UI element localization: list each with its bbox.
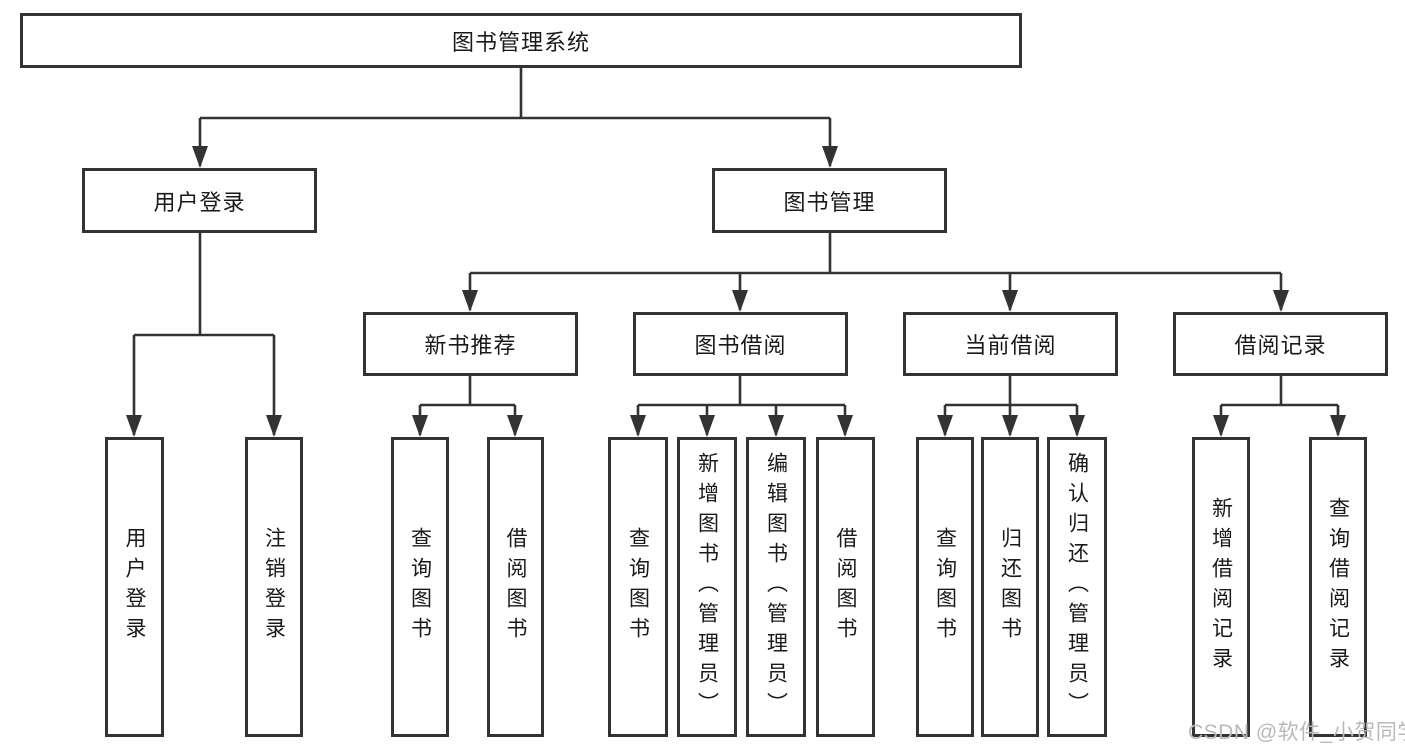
node-query-books-current-label: 查询图书 (933, 527, 957, 647)
node-root: 图书管理系统 (20, 13, 1022, 68)
node-new-book-recommend: 新书推荐 (363, 312, 578, 376)
node-confirm-return-admin: 确认归还（管理员） (1047, 437, 1107, 737)
node-current-borrow-label: 当前借阅 (964, 333, 1057, 358)
node-add-book-admin-label: 新增图书（管理员） (695, 452, 719, 722)
node-return-book: 归还图书 (981, 437, 1039, 737)
node-book-borrow-label: 图书借阅 (694, 333, 787, 358)
node-add-borrow-record-label: 新增借阅记录 (1209, 497, 1233, 677)
node-book-management-label: 图书管理 (783, 189, 876, 215)
node-borrow-books-leaf: 借阅图书 (816, 437, 875, 737)
node-confirm-return-admin-label: 确认归还（管理员） (1065, 452, 1089, 722)
node-query-books-borrow-label: 查询图书 (626, 527, 650, 647)
node-borrow-books-recommend: 借阅图书 (487, 437, 544, 737)
node-query-books-borrow: 查询图书 (608, 437, 668, 737)
node-root-label: 图书管理系统 (451, 29, 590, 55)
node-user-login-leaf-label: 用户登录 (123, 527, 146, 647)
connector-stems (132, 68, 1340, 435)
node-query-books-recommend: 查询图书 (391, 437, 449, 737)
node-new-book-recommend-label: 新书推荐 (424, 333, 517, 358)
node-query-borrow-record-label: 查询借阅记录 (1326, 497, 1350, 677)
node-edit-book-admin: 编辑图书（管理员） (746, 437, 806, 737)
node-add-borrow-record: 新增借阅记录 (1192, 437, 1250, 737)
node-query-books-current: 查询图书 (916, 437, 974, 737)
node-edit-book-admin-label: 编辑图书（管理员） (764, 452, 788, 722)
node-user-login-leaf: 用户登录 (105, 437, 164, 737)
node-add-book-admin: 新增图书（管理员） (677, 437, 737, 737)
node-user-login-label: 用户登录 (153, 189, 246, 215)
watermark: CSDN @软件_小贺同学 (1188, 721, 1405, 744)
node-book-borrow: 图书借阅 (633, 312, 848, 376)
node-borrow-books-leaf-label: 借阅图书 (834, 527, 857, 647)
node-query-borrow-record: 查询借阅记录 (1309, 437, 1367, 737)
node-current-borrow: 当前借阅 (903, 312, 1118, 376)
node-query-books-recommend-label: 查询图书 (408, 527, 432, 647)
node-logout-label: 注销登录 (262, 527, 286, 647)
node-book-management: 图书管理 (712, 168, 947, 233)
node-borrow-books-recommend-label: 借阅图书 (504, 527, 527, 647)
node-user-login: 用户登录 (82, 168, 317, 233)
node-borrow-records-label: 借阅记录 (1234, 333, 1327, 358)
node-logout: 注销登录 (245, 437, 303, 737)
node-borrow-records: 借阅记录 (1173, 312, 1388, 376)
node-return-book-label: 归还图书 (998, 527, 1022, 647)
